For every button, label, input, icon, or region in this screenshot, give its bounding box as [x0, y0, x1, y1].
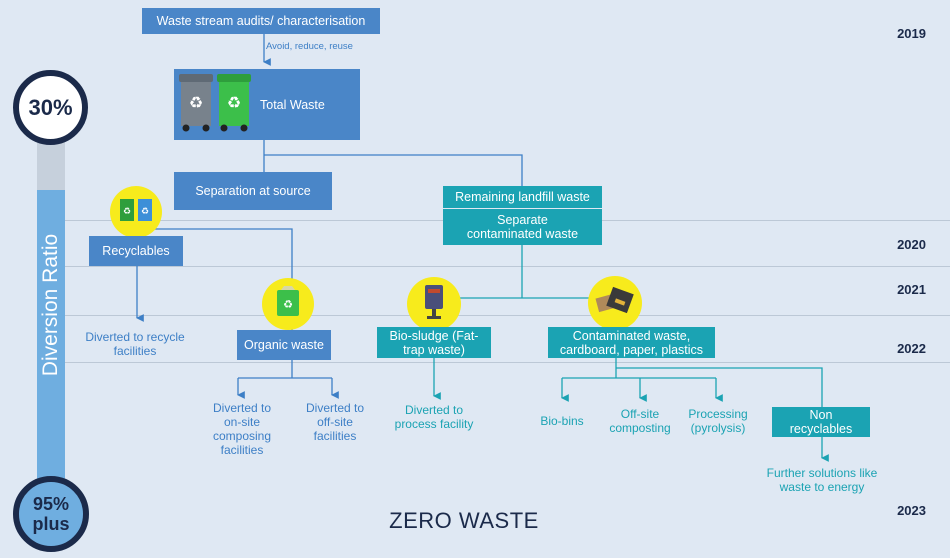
- biosludge-box: Bio-sludge (Fat-trap waste): [377, 327, 491, 358]
- process-facility-label: Diverted to process facility: [394, 403, 474, 431]
- separate-contaminated-box: Separate contaminated waste: [443, 209, 602, 245]
- green-bin-icon: ♻: [217, 74, 251, 135]
- year-2023: 2023: [897, 503, 926, 518]
- svg-text:♻: ♻: [141, 206, 149, 216]
- gray-bin-icon: ♻: [179, 74, 213, 135]
- compost-bin-icon: ♻: [275, 285, 301, 323]
- audit-box: Waste stream audits/ characterisation: [142, 8, 380, 34]
- svg-text:♻: ♻: [227, 95, 241, 112]
- fat-trap-icon: [422, 284, 446, 324]
- onsite-composing-label: Diverted to on-site composing facilities: [212, 401, 272, 457]
- year-2021: 2021: [897, 282, 926, 297]
- offsite-facilities-label: Diverted to off-site facilities: [305, 401, 365, 443]
- contaminated-icon-circle: [588, 276, 642, 330]
- remaining-landfill-box: Remaining landfill waste: [443, 186, 602, 208]
- total-waste-label: Total Waste: [260, 97, 325, 112]
- biosludge-label: Bio-sludge (Fat-trap waste): [389, 328, 479, 357]
- svg-text:♻: ♻: [189, 95, 203, 112]
- zero-waste-title: ZERO WASTE: [389, 508, 539, 533]
- contaminated-label: Contaminated waste, cardboard, paper, pl…: [559, 328, 704, 357]
- organic-waste-box: Organic waste: [237, 330, 331, 360]
- remaining-landfill-label: Remaining landfill waste: [455, 190, 590, 204]
- mixed-waste-icon: [595, 286, 635, 321]
- separation-label: Separation at source: [195, 184, 311, 198]
- svg-text:♻: ♻: [123, 206, 131, 216]
- recyclables-label: Recyclables: [102, 244, 170, 258]
- separate-contaminated-label: Separate contaminated waste: [466, 213, 579, 241]
- contaminated-box: Contaminated waste, cardboard, paper, pl…: [548, 327, 715, 358]
- recycle-facilities-label: Diverted to recycle facilities: [85, 330, 185, 358]
- svg-text:♻: ♻: [283, 299, 293, 311]
- organic-waste-label: Organic waste: [244, 338, 324, 352]
- biobins-label: Bio-bins: [540, 414, 584, 428]
- further-solutions-label: Further solutions like waste to energy: [766, 466, 878, 494]
- pyrolysis-label: Processing (pyrolysis): [688, 407, 748, 435]
- organic-icon-circle: ♻: [262, 278, 314, 330]
- avoid-label: Avoid, reduce, reuse: [266, 41, 353, 52]
- audit-label: Waste stream audits/ characterisation: [156, 14, 366, 28]
- ratio-end-value: 95%: [32, 494, 70, 514]
- diversion-bar: [37, 190, 65, 490]
- recyclables-icon-circle: ♻♻: [110, 186, 162, 238]
- biosludge-icon-circle: [407, 277, 461, 331]
- year-2020: 2020: [897, 237, 926, 252]
- year-divider-2021: [62, 266, 950, 267]
- offsite-composting-label: Off-site composting: [609, 407, 671, 435]
- year-divider-2022: [62, 315, 950, 316]
- year-2019: 2019: [897, 26, 926, 41]
- total-waste-box: ♻ ♻ Total Waste: [174, 69, 360, 140]
- ratio-end-word: plus: [32, 514, 70, 534]
- recyclables-box: Recyclables: [89, 236, 183, 266]
- ratio-end-badge: 95% plus: [13, 476, 89, 552]
- ratio-start-value: 30%: [28, 94, 73, 120]
- non-recyclables-box: Non recyclables: [772, 407, 870, 437]
- non-recyclables-label: Non recyclables: [789, 408, 853, 436]
- ratio-start-badge: 30%: [13, 70, 88, 145]
- diversion-ratio-label: Diversion Ratio: [39, 233, 62, 377]
- year-divider-2023: [62, 362, 950, 363]
- year-2022: 2022: [897, 341, 926, 356]
- separation-box: Separation at source: [174, 172, 332, 210]
- recycling-bins-icon: ♻♻: [118, 197, 154, 228]
